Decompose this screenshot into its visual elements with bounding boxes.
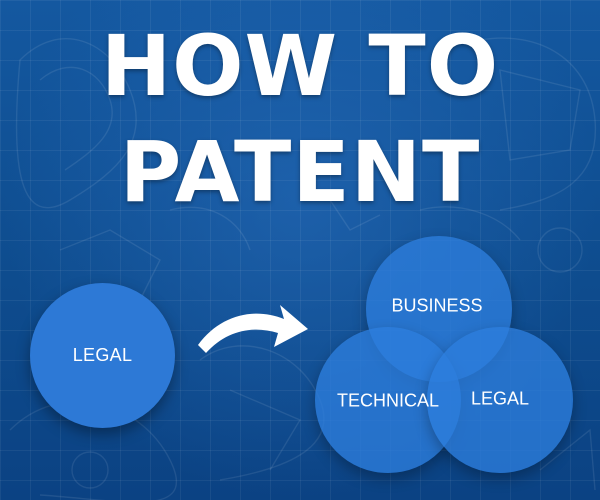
title-line-2: PATENT (119, 123, 481, 221)
venn-technical-label: TECHNICAL (336, 390, 440, 411)
legal-circle: LEGAL (30, 283, 175, 428)
venn-business-label: BUSINESS (391, 295, 483, 316)
curved-arrow-right-icon (198, 305, 308, 353)
legal-circle-label: LEGAL (72, 345, 133, 365)
venn-legal-circle (427, 327, 573, 473)
venn-legal-label: LEGAL (470, 388, 530, 409)
title-line-1: HOW TO (100, 17, 500, 115)
